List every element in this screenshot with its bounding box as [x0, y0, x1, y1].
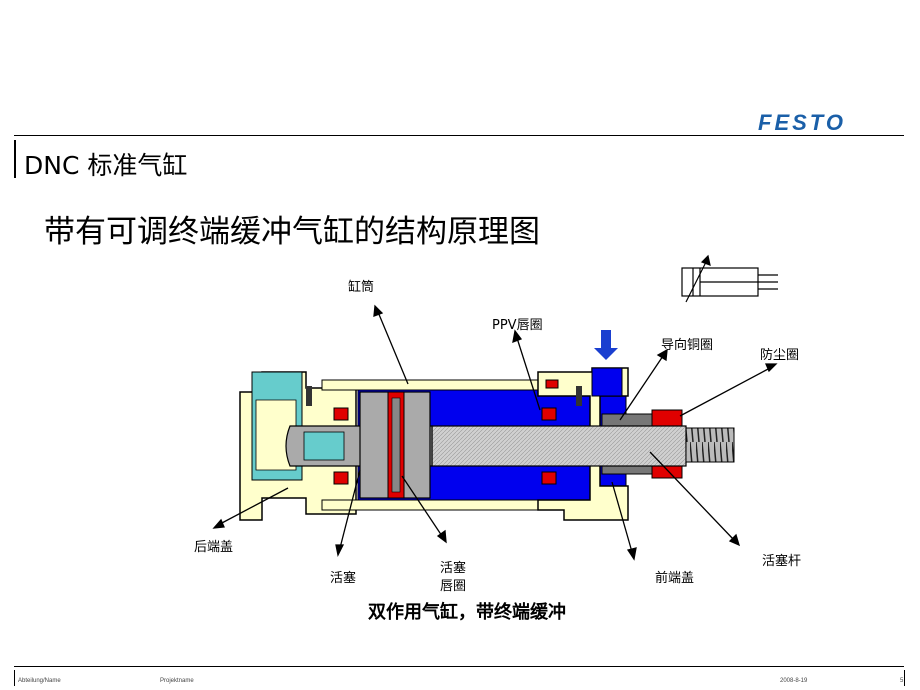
- footer-divider: [14, 666, 904, 667]
- page-subtitle: 带有可调终端缓冲气缸的结构原理图: [44, 214, 540, 250]
- label-rear-cap: 后端盖: [194, 540, 234, 555]
- page-title: DNC 标准气缸: [24, 151, 188, 180]
- footer-page: 5: [900, 678, 904, 684]
- leader-lines: [212, 304, 778, 561]
- label-wiper: 防尘圈: [760, 348, 800, 363]
- label-barrel: 缸筒: [348, 280, 375, 295]
- cylinder-symbol: [681, 254, 778, 303]
- footer-project: Projektname: [160, 678, 194, 684]
- label-front-cap: 前端盖: [655, 571, 695, 586]
- festo-logo: FESTO: [758, 110, 846, 135]
- label-piston-seal-line2: 唇圈: [440, 579, 467, 594]
- seals: [333, 379, 559, 485]
- cushion-screws: [306, 386, 582, 406]
- footer-department: Abteilung/Name: [18, 678, 61, 684]
- wiper-seal-top: [651, 409, 683, 427]
- piston-body: [359, 391, 431, 499]
- label-ppv-seal: PPV唇圈: [492, 318, 543, 333]
- air-inlet-arrow: [594, 330, 618, 360]
- label-piston: 活塞: [330, 571, 357, 586]
- piston-rod-body: [431, 425, 735, 467]
- label-piston-rod: 活塞杆: [762, 554, 802, 569]
- label-guide-bushing: 导向铜圈: [661, 338, 714, 353]
- title-accent-bar: [14, 140, 16, 178]
- diagram-caption: 双作用气缸，带终端缓冲: [368, 602, 566, 623]
- footer-right-bar: [904, 670, 905, 686]
- label-piston-seal-line1: 活塞: [440, 561, 467, 576]
- footer-left-bar: [14, 670, 15, 686]
- header-divider: [14, 135, 904, 136]
- footer-date: 2008-8-19: [780, 678, 808, 684]
